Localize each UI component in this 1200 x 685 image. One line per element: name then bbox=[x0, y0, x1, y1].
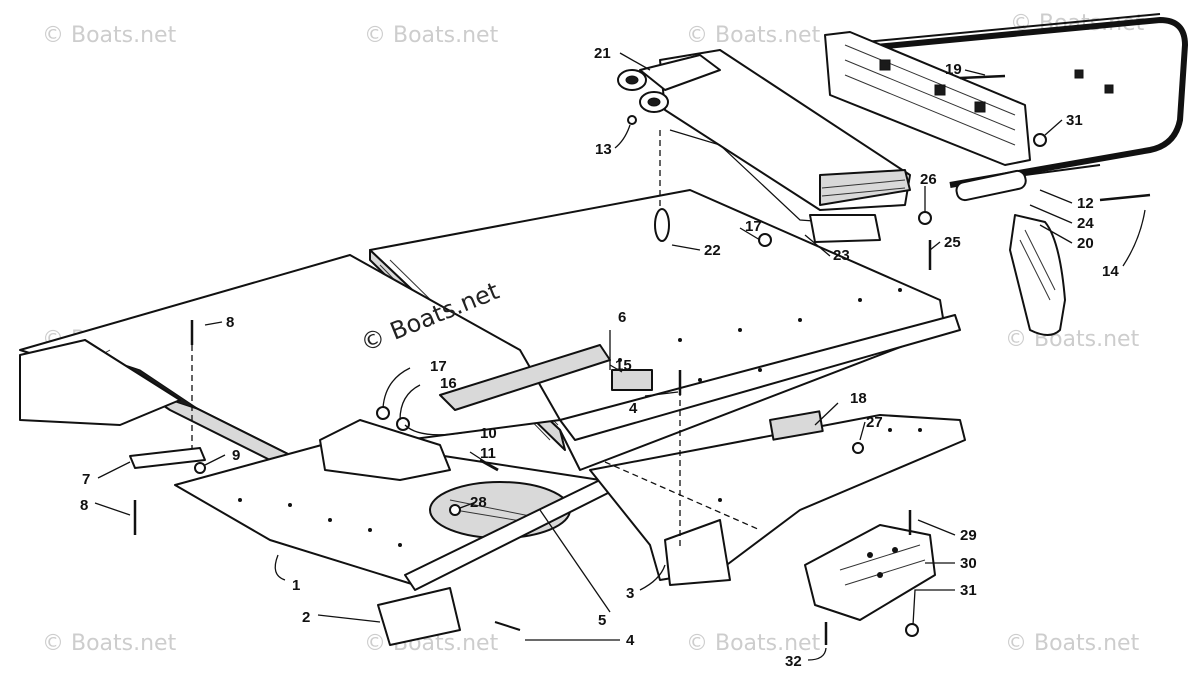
callout-20: 20 bbox=[1077, 235, 1094, 252]
callout-8: 8 bbox=[226, 314, 234, 331]
callout-14: 14 bbox=[1102, 263, 1119, 280]
callout-19: 19 bbox=[945, 61, 962, 78]
callout-18: 18 bbox=[850, 390, 867, 407]
fasteners bbox=[129, 74, 1151, 645]
step-bracket bbox=[319, 419, 451, 481]
callout-6: 6 bbox=[618, 309, 626, 326]
watermark: © Boats.net bbox=[1005, 631, 1140, 656]
callout-4: 4 bbox=[629, 400, 638, 417]
callout-9: 9 bbox=[232, 447, 240, 464]
footrest bbox=[804, 524, 936, 621]
callout-4: 4 bbox=[626, 632, 635, 649]
callout-8: 8 bbox=[80, 497, 88, 514]
front-panel bbox=[19, 254, 611, 461]
callout-22: 22 bbox=[704, 242, 721, 259]
callout-10: 10 bbox=[480, 425, 497, 442]
watermark: © Boats.net bbox=[1005, 327, 1140, 352]
callout-27: 27 bbox=[866, 414, 883, 431]
callout-25: 25 bbox=[944, 234, 961, 251]
running-board bbox=[174, 439, 611, 591]
callout-30: 30 bbox=[960, 555, 977, 572]
callout-16: 16 bbox=[440, 375, 457, 392]
callout-23: 23 bbox=[833, 247, 850, 264]
callout-17: 17 bbox=[745, 218, 762, 235]
callout-32: 32 bbox=[785, 653, 802, 670]
callout-29: 29 bbox=[960, 527, 977, 544]
watermark: © Boats.net bbox=[42, 631, 177, 656]
callout-31: 31 bbox=[1066, 112, 1083, 129]
callout-12: 12 bbox=[1077, 195, 1094, 212]
callout-7: 7 bbox=[82, 471, 90, 488]
callout-3: 3 bbox=[626, 585, 634, 602]
watermark: © Boats.net bbox=[686, 23, 821, 48]
callout-26: 26 bbox=[920, 171, 937, 188]
watermark: © Boats.net bbox=[364, 23, 499, 48]
callout-2: 2 bbox=[302, 609, 310, 626]
callout-31: 31 bbox=[960, 582, 977, 599]
hand-grip-assembly bbox=[617, 49, 911, 243]
callout-5: 5 bbox=[598, 612, 606, 629]
callout-labels: 1 2 3 4 4 5 6 7 8 8 9 10 11 12 13 14 15 … bbox=[80, 45, 1119, 670]
callout-28: 28 bbox=[470, 494, 487, 511]
leader-lines bbox=[94, 52, 1146, 661]
callout-24: 24 bbox=[1077, 215, 1094, 232]
watermark: © Boats.net bbox=[42, 23, 177, 48]
watermark: © Boats.net bbox=[686, 631, 821, 656]
reflector bbox=[377, 587, 461, 646]
callout-13: 13 bbox=[595, 141, 612, 158]
rear-bumper-frame bbox=[824, 13, 1189, 336]
rear-bracket bbox=[589, 410, 966, 586]
callout-21: 21 bbox=[594, 45, 611, 62]
callout-15: 15 bbox=[615, 357, 632, 374]
callout-1: 1 bbox=[292, 577, 300, 594]
callout-11: 11 bbox=[480, 445, 496, 462]
callout-17: 17 bbox=[430, 358, 447, 375]
